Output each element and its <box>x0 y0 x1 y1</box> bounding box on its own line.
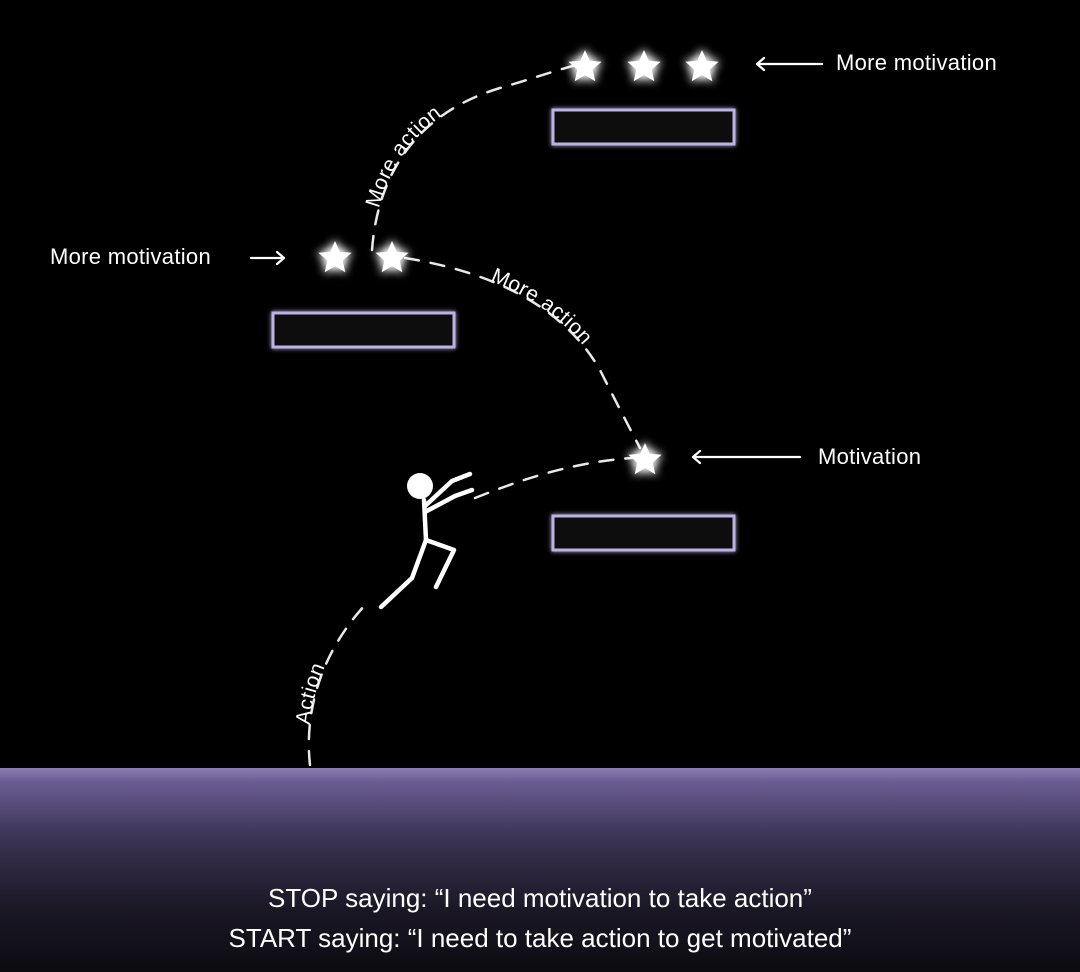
platform-low <box>551 514 736 552</box>
action-path-mid <box>403 256 642 450</box>
stick-figure-icon <box>378 471 475 610</box>
platform-top <box>551 108 736 146</box>
arrow-right-icon <box>249 250 286 266</box>
star-icon <box>568 50 602 82</box>
motivation-label-top: More motivation <box>836 50 998 75</box>
ground <box>0 768 1080 972</box>
arrow-left-icon <box>691 449 802 465</box>
caption-stop-line: STOP saying: “I need motivation to take … <box>268 883 812 913</box>
motivation-label-mid: More motivation <box>50 244 212 269</box>
action-path-top <box>370 62 582 252</box>
arrow-left-icon <box>755 56 824 72</box>
star-icon <box>318 241 352 273</box>
motivation-label-low: Motivation <box>818 444 922 469</box>
star-icon <box>375 241 409 273</box>
caption: STOP saying: “I need motivation to take … <box>0 878 1080 958</box>
action-path-low <box>307 603 367 767</box>
star-icon <box>627 50 661 82</box>
action-label-top: More action <box>362 101 446 210</box>
caption-start-line: START saying: “I need to take action to … <box>228 923 852 953</box>
action-label-mid: More action <box>488 264 597 349</box>
action-label-low: Action <box>292 659 330 726</box>
jump-path <box>473 456 634 500</box>
star-icon <box>628 443 662 475</box>
star-icon <box>685 50 719 82</box>
platform-mid <box>271 311 456 349</box>
